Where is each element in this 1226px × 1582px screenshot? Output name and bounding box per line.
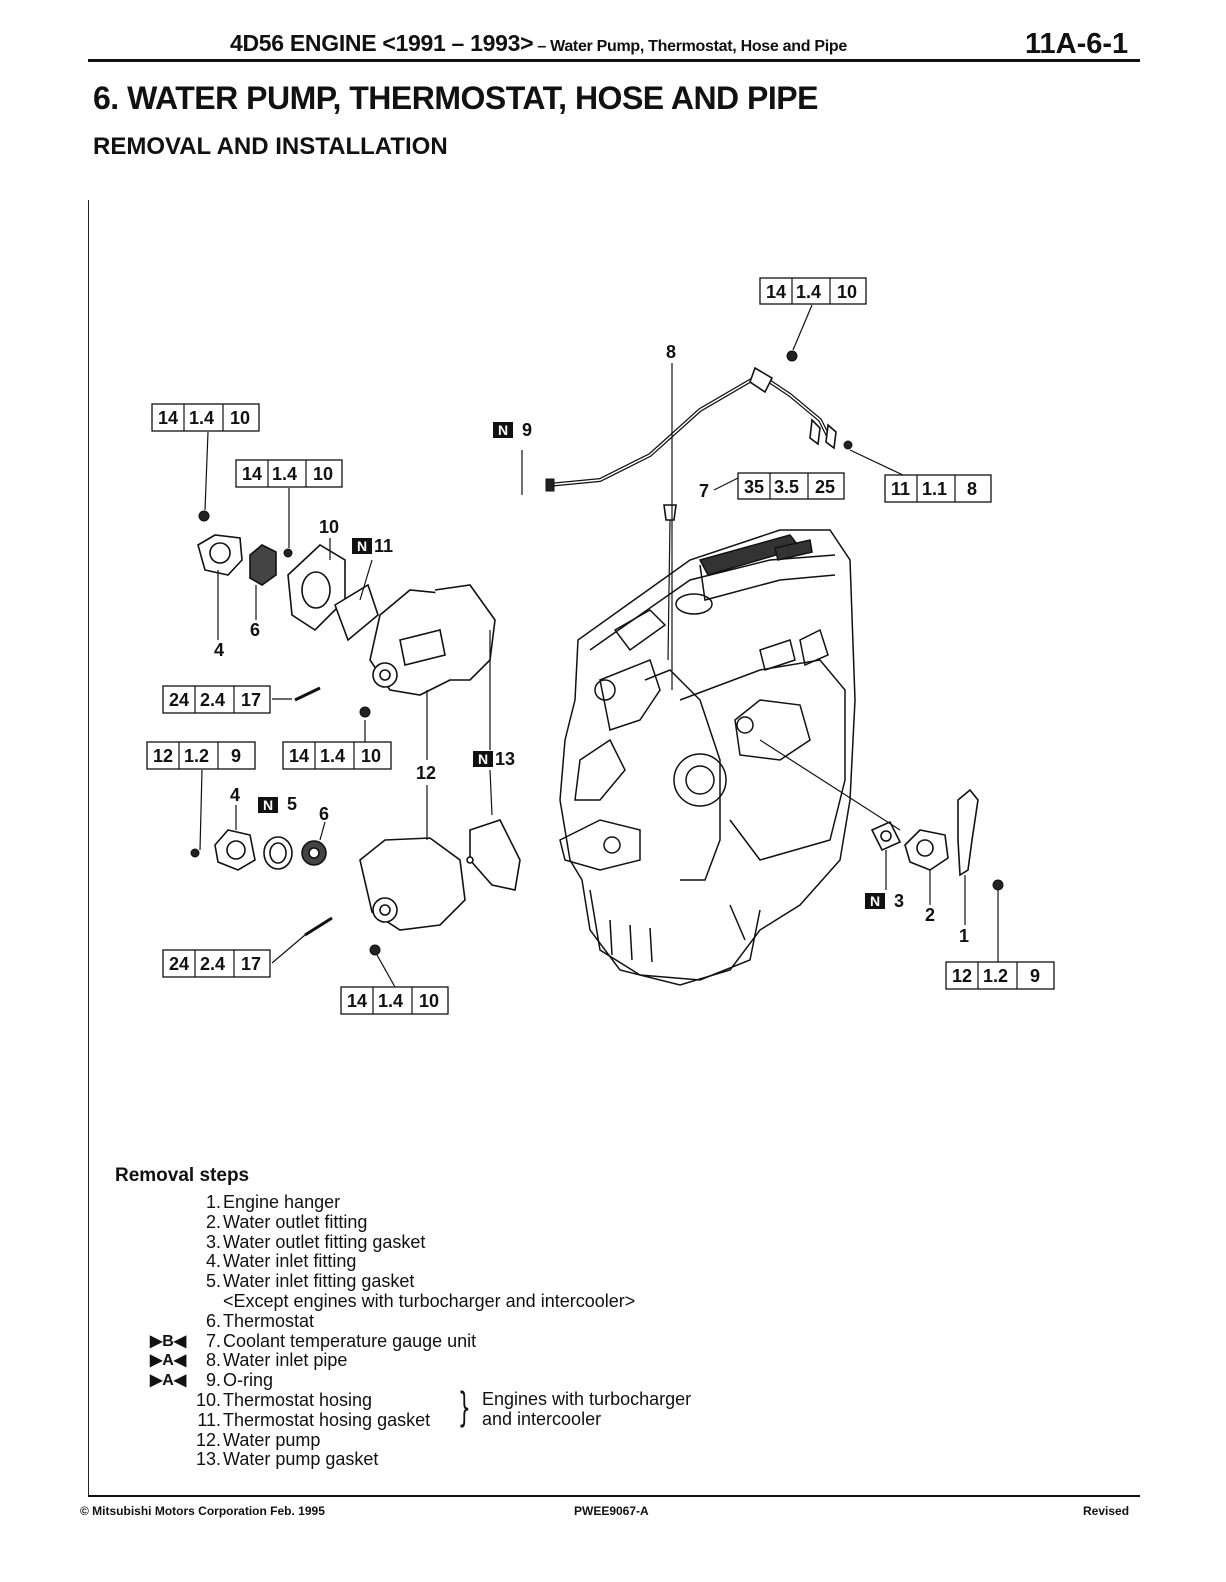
part-label-5: 5 [287,794,297,814]
turbo-note-line1: Engines with turbocharger [482,1389,692,1409]
header-rule [88,59,1140,62]
svg-text:N: N [478,751,488,767]
svg-text:14: 14 [158,408,178,428]
part-label-6-lower: 6 [319,804,329,824]
header-title: 4D56 ENGINE <1991 – 1993> – Water Pump, … [230,30,847,57]
page-number: 11A-6-1 [1025,28,1129,60]
svg-text:14: 14 [347,991,367,1011]
exploded-view-diagram: 141.410 141.410 141.410 353.525 111.18 2… [146,277,1055,1015]
svg-text:1.2: 1.2 [983,966,1008,986]
bolt-pipe-side [843,440,853,450]
new-part-mark-11: N [352,538,372,554]
water-outlet-parts [870,788,1004,891]
torque-box-4: 35 3.5 25 [737,472,845,500]
svg-text:1.4: 1.4 [796,282,821,302]
new-part-mark-3: N [865,893,885,909]
svg-text:2.4: 2.4 [200,690,225,710]
svg-text:8: 8 [967,479,977,499]
part-label-11: 11 [374,536,393,556]
torque-box-8: 14 1.4 10 [282,741,392,770]
part-label-4: 4 [214,640,224,660]
svg-text:24: 24 [169,690,189,710]
water-inlet-pipe [545,366,837,492]
part-label-10: 10 [319,517,339,537]
part-label-2: 2 [925,905,935,925]
svg-text:1.4: 1.4 [272,464,297,484]
footer-copyright: © Mitsubishi Motors Corporation Feb. 199… [80,1504,325,1518]
part-number-labels: 8 9 7 10 11 4 6 12 13 4 5 6 3 2 1 [214,342,969,946]
svg-text:12: 12 [952,966,972,986]
svg-text:1.1: 1.1 [922,479,947,499]
header-subject: – Water Pump, Thermostat, Hose and Pipe [533,38,847,55]
torque-box-2: 14 1.4 10 [151,403,260,432]
svg-text:10: 10 [313,464,333,484]
thermostat-assembly-upper [197,510,379,642]
footer-code: PWEE9067-A [574,1504,649,1518]
thermostat-assembly-lower [190,829,327,871]
svg-text:3.5: 3.5 [774,477,799,497]
svg-text:35: 35 [744,477,764,497]
header-engine: 4D56 ENGINE <1991 – 1993> [230,30,534,56]
footer-status: Revised [1083,1504,1130,1518]
svg-text:12: 12 [153,746,173,766]
svg-text:10: 10 [361,746,381,766]
svg-text:N: N [357,538,367,554]
torque-box-9: 24 2.4 17 [162,949,271,978]
svg-text:1.2: 1.2 [184,746,209,766]
new-part-mark-13: N [473,751,493,767]
svg-text:9: 9 [231,746,241,766]
svg-text:25: 25 [815,477,835,497]
engine-block [559,529,856,986]
svg-text:1.4: 1.4 [320,746,345,766]
new-part-mark-5: N [258,797,278,813]
section-subtitle: REMOVAL AND INSTALLATION [93,133,448,160]
torque-box-6: 24 2.4 17 [162,685,271,714]
section-title: 6. WATER PUMP, THERMOSTAT, HOSE AND PIPE [93,80,818,116]
left-margin-rule [88,200,89,1496]
part-label-1: 1 [959,926,969,946]
svg-text:17: 17 [241,954,261,974]
part-label-13: 13 [495,749,515,769]
water-pump-upper [294,584,496,718]
part-label-7: 7 [699,481,709,501]
new-part-mark-9: N [493,422,513,438]
torque-box-10: 14 1.4 10 [340,986,449,1015]
svg-text:10: 10 [837,282,857,302]
footer-rule [88,1495,1140,1497]
svg-text:N: N [498,422,508,438]
svg-text:N: N [263,797,273,813]
svg-text:14: 14 [766,282,786,302]
turbo-note-line2: and intercooler [482,1409,602,1429]
svg-text:11: 11 [891,479,910,499]
part-label-3: 3 [894,891,904,911]
svg-text:9: 9 [1030,966,1040,986]
removal-steps-title: Removal steps [115,1165,250,1186]
torque-box-3: 14 1.4 10 [235,459,343,488]
svg-text:N: N [870,893,880,909]
svg-text:14: 14 [242,464,262,484]
part-label-6: 6 [250,620,260,640]
svg-text:2.4: 2.4 [200,954,225,974]
svg-text:14: 14 [289,746,309,766]
svg-text:17: 17 [241,690,261,710]
svg-text:1.4: 1.4 [378,991,403,1011]
leader-lines [199,304,999,988]
brace-bracket: } [458,1385,471,1431]
svg-text:1.4: 1.4 [189,408,214,428]
torque-box-1: 14 1.4 10 [759,277,867,305]
svg-text:10: 10 [419,991,439,1011]
part-label-12: 12 [416,763,436,783]
svg-text:24: 24 [169,954,189,974]
coolant-temperature-gauge-unit [663,504,677,521]
bolt-pipe-top [786,350,798,362]
part-label-4-lower: 4 [230,785,240,805]
part-label-8: 8 [666,342,676,362]
water-pump-lower [304,819,521,956]
svg-text:10: 10 [230,408,250,428]
part-label-9: 9 [522,420,532,440]
